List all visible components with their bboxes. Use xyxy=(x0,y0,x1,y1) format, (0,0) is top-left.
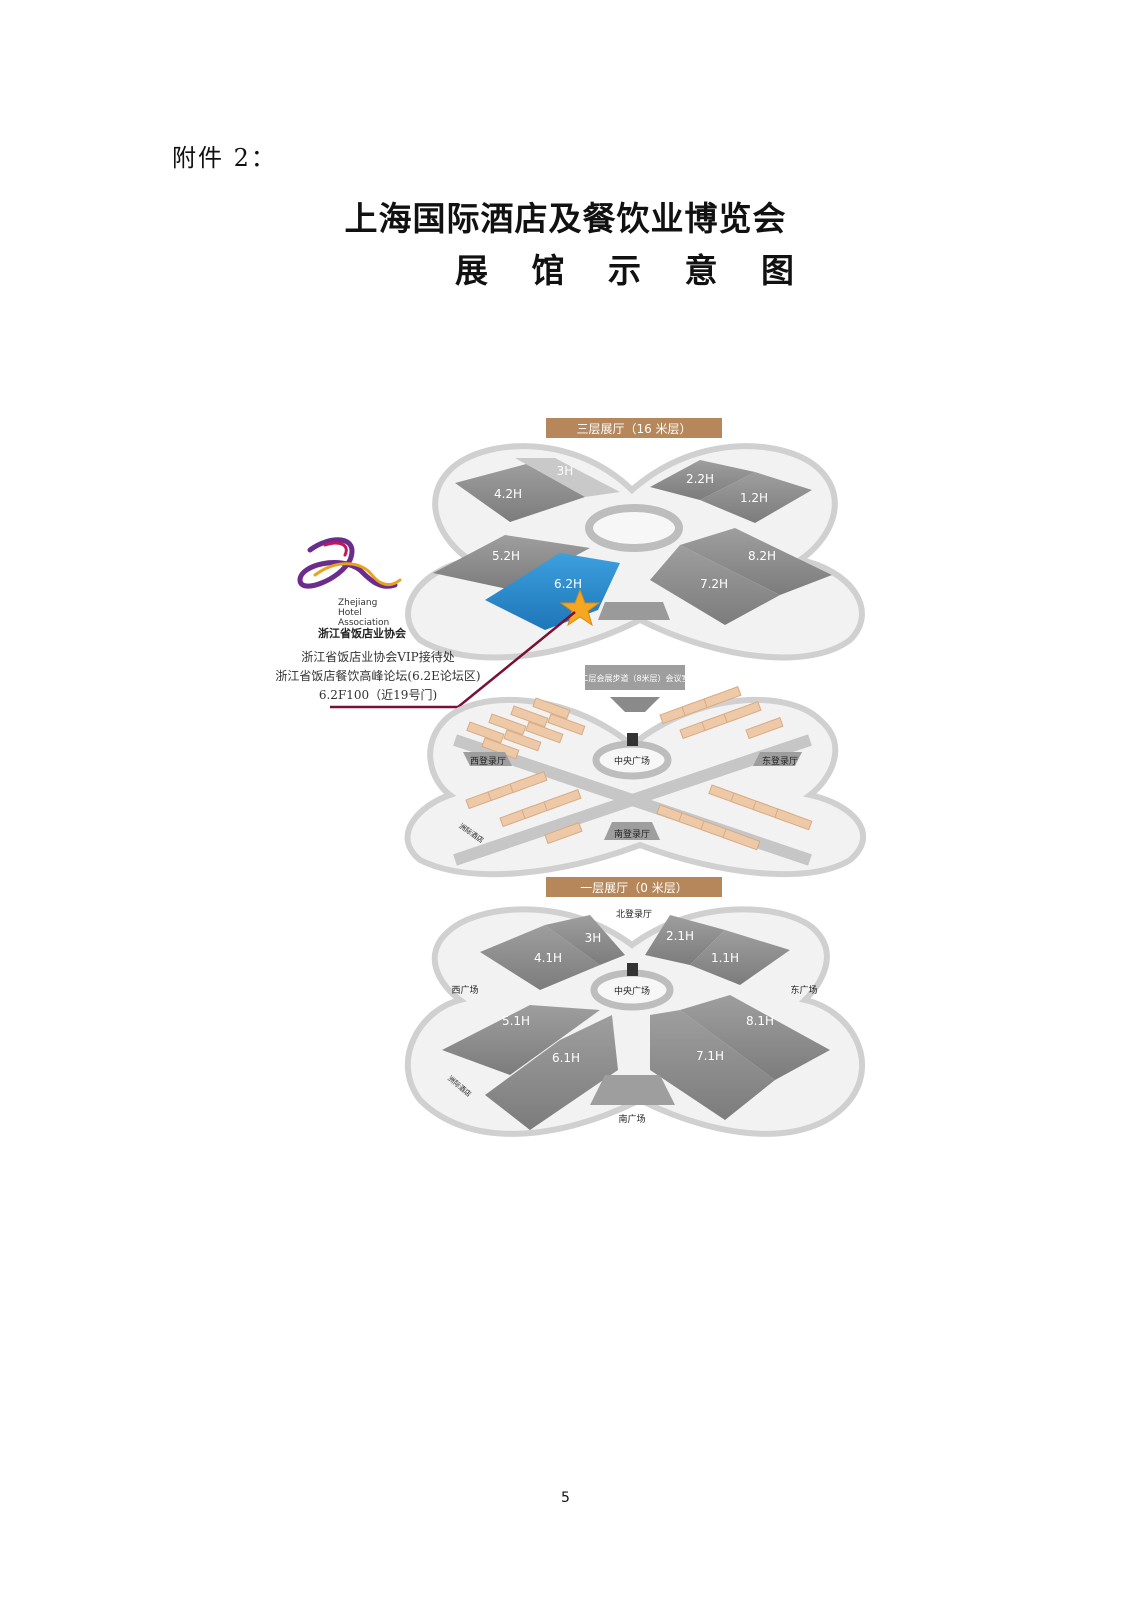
floor3-south-gate xyxy=(598,602,670,620)
logo-english-name: Zhejiang Hotel Association xyxy=(338,598,389,628)
hall-6-1h xyxy=(485,1015,618,1130)
annotation-line2: 浙江省饭店餐饮高峰论坛(6.2E论坛区) xyxy=(275,669,481,683)
hall-label-4-2h: 4.2H xyxy=(494,487,522,501)
floor1-east-label: 东广场 xyxy=(790,984,817,996)
hall-2-1h xyxy=(645,915,725,965)
logo-en-line3: Association xyxy=(338,618,390,628)
hall-label-6-2h: 6.2H xyxy=(554,577,582,591)
hall-label-1-2h: 1.2H xyxy=(740,491,768,505)
hall-1-2h xyxy=(700,472,812,523)
hall-label-3h: 3H xyxy=(557,464,574,478)
logo-chinese-name: 浙江省饭店业协会 xyxy=(318,627,406,640)
hall-label-7-2h: 7.2H xyxy=(700,577,728,591)
page-number: 5 xyxy=(561,1490,570,1506)
floor1-map: 一层展厅（0 米层） 北登录厅 3H 2.1H 4.1H 1.1H 5.1H 8… xyxy=(404,877,865,1137)
hall-8-2h xyxy=(680,528,832,595)
floor3-center-ring xyxy=(585,504,683,552)
document-title: 上海国际酒店及餐饮业博览会 xyxy=(344,199,787,238)
hall-4-1h xyxy=(480,925,600,990)
annotation-line3: 6.2F100（近19号门) xyxy=(318,688,438,702)
floor2-center-label: 中央广场 xyxy=(614,755,650,767)
hall-5-1h xyxy=(442,1005,600,1075)
hall-label-3h-f1: 3H xyxy=(585,931,602,945)
floor2-map: 二层会展步道（8米层）会议室 xyxy=(404,665,866,878)
floor2-banner xyxy=(585,665,685,690)
hall-8-1h xyxy=(680,995,830,1080)
hall-label-8-2h: 8.2H xyxy=(748,549,776,563)
hall-5-2h xyxy=(433,535,590,590)
hall-label-2-1h: 2.1H xyxy=(666,929,694,943)
hall-label-6-1h: 6.1H xyxy=(552,1051,580,1065)
pointer-line xyxy=(330,611,576,709)
floor1-banner-text: 一层展厅（0 米层） xyxy=(580,881,687,895)
hall-label-5-1h: 5.1H xyxy=(502,1014,530,1028)
association-logo xyxy=(297,537,402,589)
elevator-icon-f1 xyxy=(627,963,638,976)
hall-7-2h xyxy=(650,545,780,625)
floor1-north-label: 北登录厅 xyxy=(616,909,652,920)
hall-label-7-1h: 7.1H xyxy=(696,1049,724,1063)
floor3-banner xyxy=(546,418,722,438)
floor1-banner xyxy=(546,877,722,897)
logo-en-line2: Hotel xyxy=(338,608,362,618)
floor2-banner-text: 二层会展步道（8米层）会议室 xyxy=(580,673,689,683)
hall-3h-f3 xyxy=(515,458,620,497)
hall-label-4-1h: 4.1H xyxy=(534,951,562,965)
floor3-map: 三层展厅（16 米层） 3H 4.2H 2.2H 1.2H 5.2H 6.2H … xyxy=(405,418,865,661)
hall-label-5-2h: 5.2H xyxy=(492,549,520,563)
annotation-note: 浙江省饭店业协会VIP接待处 浙江省饭店餐饮高峰论坛(6.2E论坛区) 6.2F… xyxy=(268,648,488,705)
hall-label-2-2h: 2.2H xyxy=(686,472,714,486)
floor1-west-label: 西广场 xyxy=(451,984,478,996)
floor2-east-label: 东登录厅 xyxy=(762,755,798,767)
hall-label-8-1h: 8.1H xyxy=(746,1014,774,1028)
booth-group xyxy=(465,686,813,851)
document-subtitle: 展 馆 示 意 图 xyxy=(455,251,810,290)
floor1-south-label: 南广场 xyxy=(618,1113,645,1125)
annotation-line1: 浙江省饭店业协会VIP接待处 xyxy=(301,650,455,664)
elevator-icon-f2 xyxy=(627,733,638,746)
logo-en-line1: Zhejiang xyxy=(338,598,378,608)
floor3-banner-text: 三层展厅（16 米层） xyxy=(576,422,691,436)
attachment-label: 附件 2： xyxy=(172,144,277,172)
hall-2-2h xyxy=(650,460,755,500)
floor1-center-label: 中央广场 xyxy=(614,985,650,997)
floor2-south-label: 南登录厅 xyxy=(614,828,650,840)
hall-7-1h xyxy=(650,1010,775,1120)
hall-label-1-1h: 1.1H xyxy=(711,951,739,965)
hall-3h-f1 xyxy=(545,915,625,965)
floor2-west-label: 西登录厅 xyxy=(470,756,506,767)
hall-1-1h xyxy=(690,930,790,985)
